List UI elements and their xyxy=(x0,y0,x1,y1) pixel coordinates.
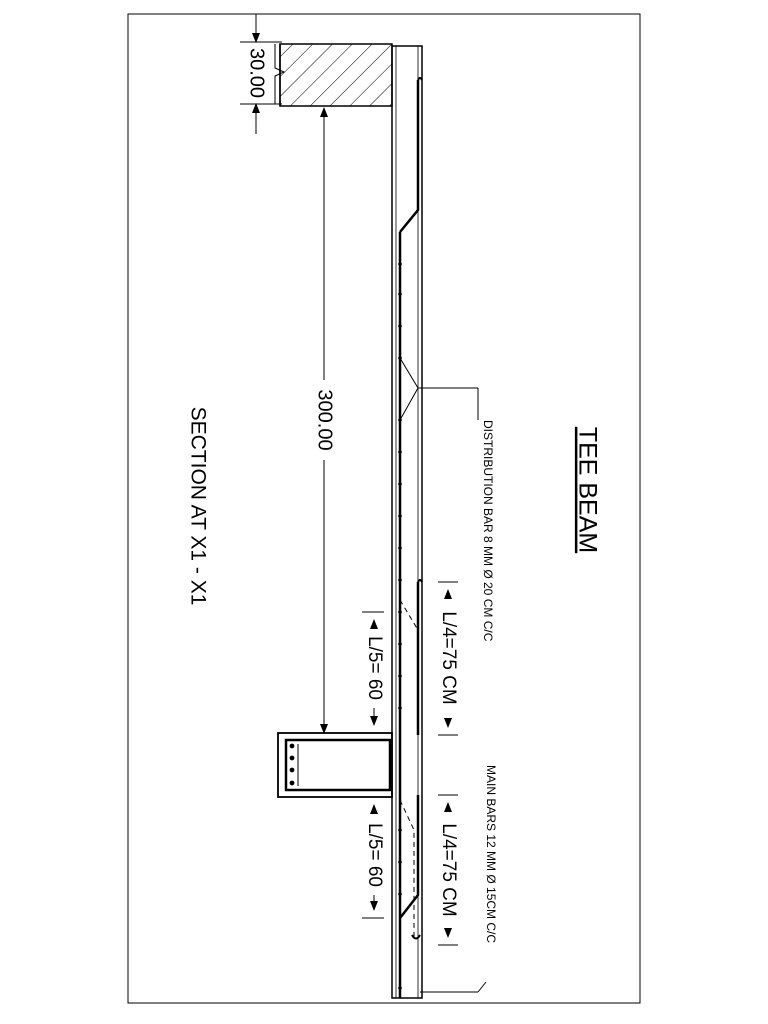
support-wall xyxy=(279,43,393,107)
l5-top-label: L/5= 60 xyxy=(364,636,385,700)
main-reinforcement xyxy=(398,80,420,998)
l5-top-text: L/5= 60 xyxy=(364,636,385,700)
main-bars-note-text: MAIN BARS 12 MM Ø 15CM C/C xyxy=(484,765,498,943)
dim-l5-top xyxy=(362,611,384,734)
slab-thickness-label: 30.00 xyxy=(246,48,268,98)
main-bars-note: MAIN BARS 12 MM Ø 15CM C/C xyxy=(484,765,498,943)
dim-l5-bottom xyxy=(362,796,384,919)
span-label: 300.00 xyxy=(314,389,336,450)
slab-thickness-text: 30.00 xyxy=(246,48,268,98)
distribution-bar-note-text: DISTRIBUTION BAR 8 MM Ø 20 CM C/C xyxy=(481,420,495,642)
main-bars-leader xyxy=(420,981,487,993)
drawing-border xyxy=(127,13,641,1004)
dim-l4-top xyxy=(438,581,458,736)
section-label-text: SECTION AT X1 - X1 xyxy=(186,407,209,606)
l4-bottom-label: L/4=75 CM xyxy=(438,823,459,916)
section-label: SECTION AT X1 - X1 xyxy=(186,407,209,606)
l4-top-text: L/4=75 CM xyxy=(438,611,459,704)
l4-top-label: L/4=75 CM xyxy=(438,611,459,704)
l5-bottom-label: L/5= 60 xyxy=(364,823,385,887)
beam-rib xyxy=(277,732,393,798)
title: TEE BEAM xyxy=(573,427,601,553)
title-text: TEE BEAM xyxy=(573,427,601,553)
dim-l4-bottom xyxy=(438,794,458,946)
distribution-bar-note: DISTRIBUTION BAR 8 MM Ø 20 CM C/C xyxy=(481,420,495,642)
dashed-bars xyxy=(399,599,419,940)
span-text: 300.00 xyxy=(314,389,336,450)
bar-hooks xyxy=(411,77,423,940)
l5-bottom-text: L/5= 60 xyxy=(364,823,385,887)
l4-bottom-text: L/4=75 CM xyxy=(438,823,459,916)
dim-slab-thickness xyxy=(240,14,286,134)
distribution-bar-leader xyxy=(399,357,479,421)
